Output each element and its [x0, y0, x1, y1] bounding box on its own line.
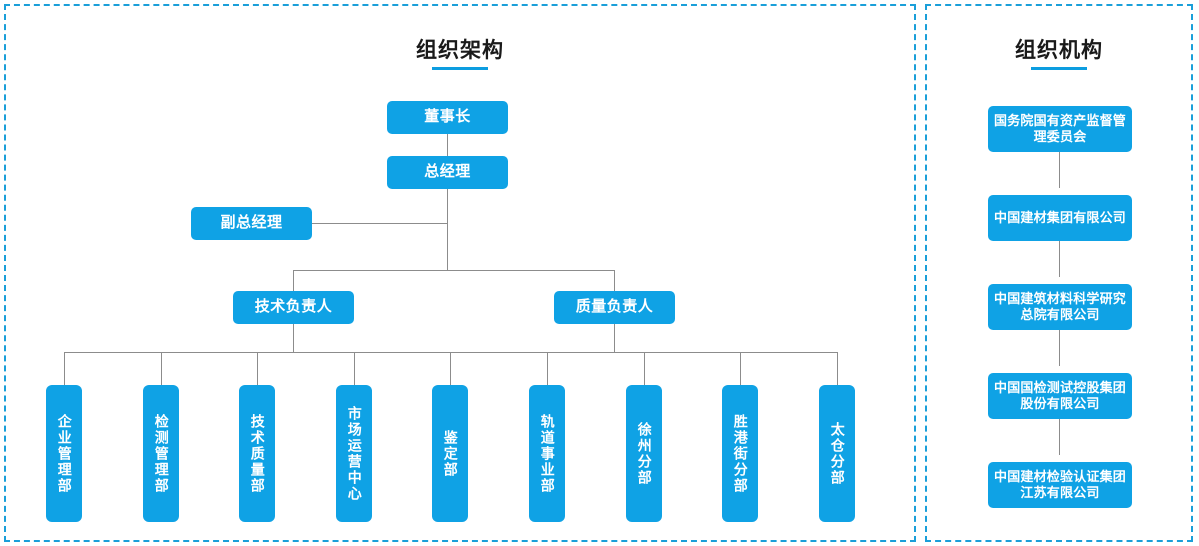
node-department-inspection-management[interactable]: 检测管理部 — [143, 385, 179, 522]
title-underline — [432, 67, 488, 70]
connector-dept-drop-7 — [644, 352, 645, 385]
connector-technical-down — [293, 323, 294, 353]
page-title-organization-structure: 组织架构 — [416, 39, 504, 62]
node-department-market-operations-center[interactable]: 市场运营中心 — [336, 385, 372, 522]
node-org-ctc-jiangsu[interactable]: 中国建材检验认证集团江苏有限公司 — [988, 462, 1132, 508]
connector-gm-to-deputy — [312, 223, 448, 224]
node-department-appraisal[interactable]: 鉴定部 — [432, 385, 468, 522]
node-general-manager[interactable]: 总经理 — [387, 156, 508, 189]
node-department-xuzhou-branch[interactable]: 徐州分部 — [626, 385, 662, 522]
connector-org-3-4 — [1059, 330, 1060, 366]
node-org-ctc-holding[interactable]: 中国国检测试控股集团股份有限公司 — [988, 373, 1132, 419]
node-department-taicang-branch[interactable]: 太仓分部 — [819, 385, 855, 522]
node-department-enterprise-management[interactable]: 企业管理部 — [46, 385, 82, 522]
connector-dept-drop-1 — [64, 352, 65, 385]
connector-dept-drop-8 — [740, 352, 741, 385]
connector-org-1-2 — [1059, 152, 1060, 188]
connector-dept-drop-5 — [450, 352, 451, 385]
connector-dept-drop-9 — [837, 352, 838, 385]
connector-dept-drop-3 — [257, 352, 258, 385]
page-title-organization-hierarchy: 组织机构 — [1015, 39, 1103, 62]
node-department-shenggangjie-branch[interactable]: 胜港街分部 — [722, 385, 758, 522]
connector-gm-trunk — [447, 189, 448, 271]
node-org-sasac[interactable]: 国务院国有资产监督管理委员会 — [988, 106, 1132, 152]
connector-chairman-to-gm — [447, 134, 448, 156]
node-org-cbmа-research-institute[interactable]: 中国建筑材料科学研究总院有限公司 — [988, 284, 1132, 330]
connector-dept-drop-6 — [547, 352, 548, 385]
connector-org-2-3 — [1059, 241, 1060, 277]
connector-to-technical-director — [293, 270, 294, 291]
node-department-technical-quality[interactable]: 技术质量部 — [239, 385, 275, 522]
node-deputy-general-manager[interactable]: 副总经理 — [191, 207, 312, 240]
node-technical-director[interactable]: 技术负责人 — [233, 291, 354, 324]
connector-department-bar — [64, 352, 838, 353]
node-quality-director[interactable]: 质量负责人 — [554, 291, 675, 324]
connector-dept-drop-2 — [161, 352, 162, 385]
connector-quality-down — [614, 323, 615, 353]
title-underline-right — [1031, 67, 1087, 70]
node-department-rail-transit-division[interactable]: 轨道事业部 — [529, 385, 565, 522]
connector-org-4-5 — [1059, 419, 1060, 455]
node-org-cnbm-group[interactable]: 中国建材集团有限公司 — [988, 195, 1132, 241]
connector-dept-drop-4 — [354, 352, 355, 385]
connector-to-quality-director — [614, 270, 615, 291]
connector-directors-bar — [293, 270, 615, 271]
node-chairman[interactable]: 董事长 — [387, 101, 508, 134]
